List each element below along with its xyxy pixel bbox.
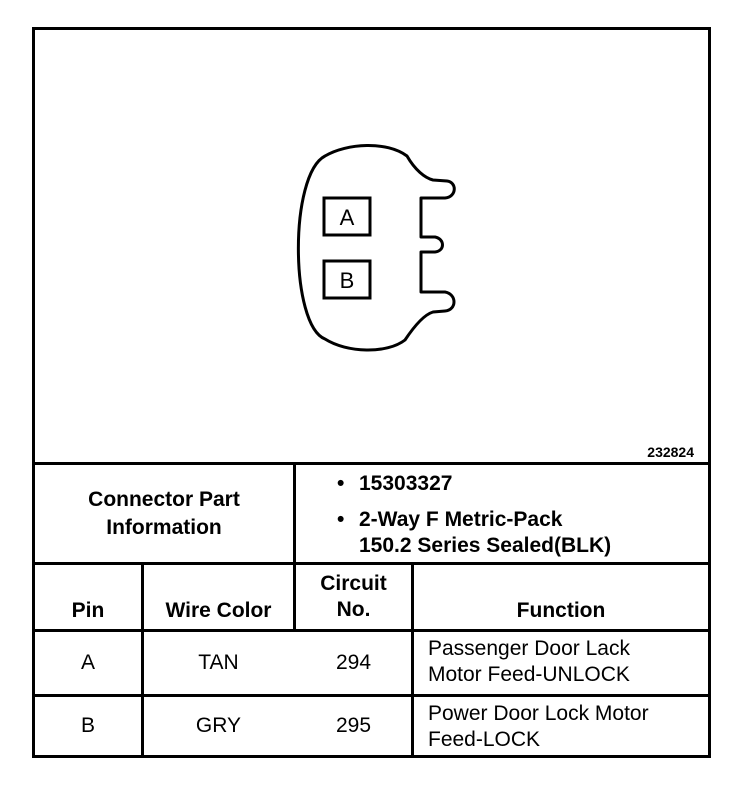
part-description-line2: 150.2 Series Sealed(BLK): [359, 534, 612, 557]
connector-info-figure: A B 232824 Connector Part Information • 1…: [32, 27, 711, 758]
divider: [35, 629, 708, 632]
part-info-heading-line2: Information: [106, 515, 222, 539]
row-a-function: Passenger Door Lack Motor Feed-UNLOCK: [414, 632, 708, 694]
divider: [411, 562, 414, 755]
header-wire-color: Wire Color: [165, 599, 272, 622]
row-a-function-line1: Passenger Door Lack: [428, 637, 630, 660]
figure-id: 232824: [647, 444, 694, 460]
row-b-circuit: 295: [335, 714, 372, 737]
header-pin: Pin: [71, 599, 105, 622]
connector-diagram: A B 232824: [35, 30, 708, 464]
row-a-circuit: 294: [335, 651, 372, 674]
divider: [35, 694, 708, 697]
divider: [35, 562, 708, 565]
part-info-heading: Connector Part Information: [35, 465, 293, 562]
header-circuit-line2: No.: [336, 598, 371, 621]
row-a-pin: A: [80, 651, 95, 674]
row-b-function-line2: Feed-LOCK: [428, 728, 541, 751]
bullet-icon: •: [337, 472, 345, 495]
connector-face-drawing: A B: [296, 144, 456, 352]
header-function: Function: [516, 599, 606, 622]
row-a-wire-color: TAN: [198, 651, 239, 674]
part-description-item: • 2-Way F Metric-Pack 150.2 Series Sealed…: [337, 507, 611, 559]
header-circuit-line1: Circuit: [320, 572, 387, 595]
part-description-line1: 2-Way F Metric-Pack: [359, 508, 563, 531]
pin-b-label: B: [340, 268, 355, 293]
divider: [141, 562, 144, 755]
row-b-function: Power Door Lock Motor Feed-LOCK: [414, 697, 708, 755]
pin-a-cavity: [322, 196, 372, 237]
connector-body-outline: [296, 144, 456, 352]
row-b-wire-color: GRY: [195, 714, 242, 737]
row-b-pin: B: [80, 714, 95, 737]
bullet-icon: •: [337, 508, 345, 531]
row-b-function-line1: Power Door Lock Motor: [428, 702, 649, 725]
pin-b-cavity: [322, 259, 372, 300]
pin-a-label: A: [340, 205, 355, 230]
part-number: 15303327: [359, 472, 453, 495]
part-number-item: • 15303327: [337, 471, 452, 497]
header-circuit-no: Circuit No.: [296, 565, 411, 629]
row-a-function-line2: Motor Feed-UNLOCK: [428, 663, 630, 686]
part-info-heading-line1: Connector Part: [88, 487, 240, 511]
divider: [293, 462, 296, 629]
divider: [35, 462, 708, 465]
